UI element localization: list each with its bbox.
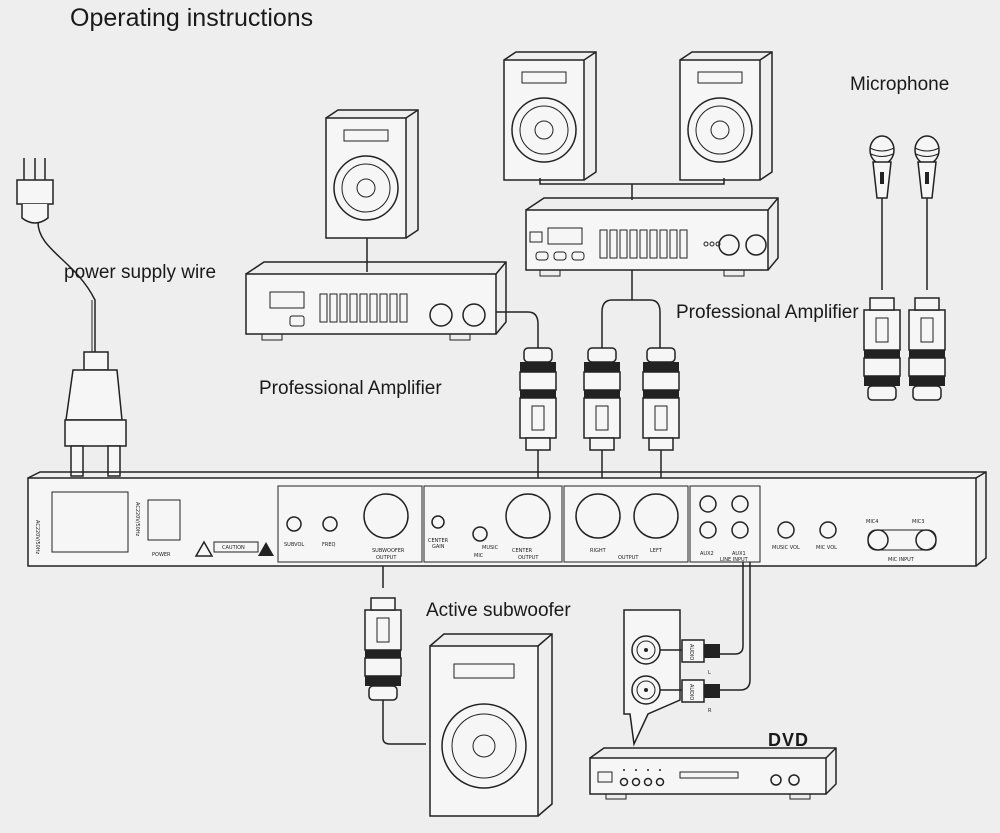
xlr-plug-center (519, 347, 557, 451)
xlr-plug-right (583, 347, 621, 451)
mic-xlr-2 (908, 297, 946, 401)
speaker-top-right (679, 51, 773, 181)
aux2-label: AUX2 (700, 551, 714, 557)
audio-label-bottom: AUDIO (688, 684, 694, 700)
output-label: OUTPUT (618, 555, 639, 561)
voltage-label-left: AC220V/50Hz (34, 520, 40, 555)
subwoofer-output-label-2: OUTPUT (376, 555, 397, 561)
mic3-label: MIC3 (912, 519, 924, 525)
dvd-player (589, 747, 837, 800)
music-label: MUSIC (482, 545, 499, 551)
caution-label: CAUTION (222, 545, 245, 551)
rca-r-label: R (708, 708, 712, 714)
amplifier-left (245, 261, 507, 341)
music-vol-label: MUSIC VOL (772, 545, 800, 551)
voltage-label-right: AC220V/50Hz (134, 502, 140, 537)
power-plug (16, 158, 96, 352)
center-gain-label-2: GAIN (432, 544, 445, 550)
speaker-left (325, 109, 419, 239)
mic-xlr-1 (863, 297, 901, 401)
power-supply-label: power supply wire (64, 262, 217, 283)
mic-vol-label: MIC VOL (816, 545, 837, 551)
dvd-jacks-callout: AUDIO AUDIO L R (623, 609, 720, 747)
amplifier-left-label: Professional Amplifier (259, 378, 442, 399)
speaker-top-left (503, 51, 597, 181)
karaoke-processor: AC220V/50Hz AC220V/50Hz POWER CAUTION SU… (27, 471, 987, 567)
mic-label: MIC (474, 553, 484, 559)
center-output-label-2: OUTPUT (518, 555, 539, 561)
xlr-plug-left (642, 347, 680, 451)
aux1-label: AUX1 (732, 551, 746, 557)
center-gain-label: CENTER (428, 538, 449, 544)
power-label: POWER (152, 552, 171, 558)
subwoofer-label: Active subwoofer (426, 600, 571, 621)
subvol-label: SUBVOL (284, 542, 304, 548)
microphone-1 (869, 135, 895, 291)
active-subwoofer (429, 633, 553, 817)
line-input-label: LINE INPUT (720, 557, 749, 563)
microphone-label: Microphone (850, 74, 950, 95)
dvd-label: DVD (768, 730, 810, 750)
page-title: Operating instructions (70, 4, 314, 32)
subwoofer-output-label: SUBWOOFER (372, 548, 405, 554)
rca-l-label: L (708, 670, 711, 676)
mic4-label: MIC4 (866, 519, 878, 525)
freq-label: FREQ (322, 542, 336, 548)
audio-label-top: AUDIO (688, 644, 694, 660)
amplifier-right (525, 197, 779, 277)
amplifier-right-label: Professional Amplifier (676, 302, 859, 323)
power-connector (64, 351, 127, 477)
center-output-label: CENTER (512, 548, 533, 554)
mic-input-label: MIC INPUT (888, 557, 915, 563)
right-label: RIGHT (590, 548, 607, 554)
subwoofer-xlr (364, 597, 402, 701)
left-label: LEFT (650, 548, 663, 554)
microphone-2 (914, 135, 940, 291)
